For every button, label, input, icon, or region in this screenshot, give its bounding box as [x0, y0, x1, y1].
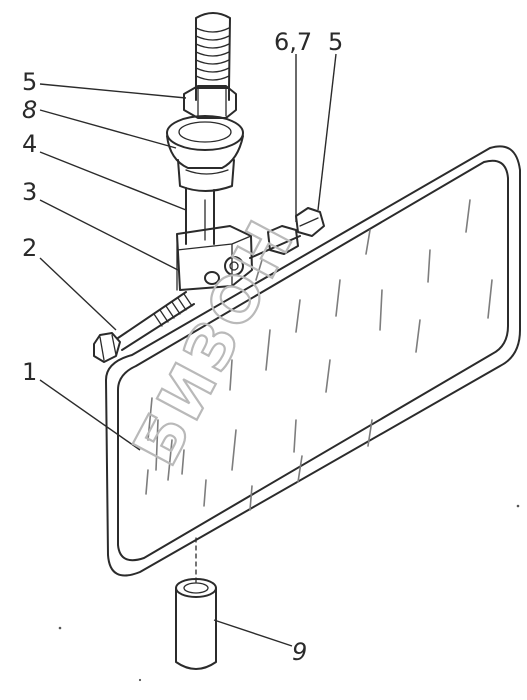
side-nuts — [249, 207, 325, 259]
callout-6-7-side-nuts: 6,7 — [274, 28, 312, 56]
callout-9-sleeve: 9 — [292, 638, 307, 666]
callout-4-support-rod: 4 — [22, 130, 37, 158]
leader-lines — [39, 53, 337, 647]
mounting-sleeve — [175, 537, 217, 670]
callout-5-side-nut: 5 — [328, 28, 343, 56]
bracket — [176, 225, 253, 291]
callout-3-bracket: 3 — [22, 178, 37, 206]
scan-specks — [58, 504, 520, 682]
watermark-logo-text: БИЗОН — [119, 206, 309, 477]
upper-nut — [183, 85, 237, 119]
callout-5-upper-nut: 5 — [22, 68, 37, 96]
mirror-glass-hatching — [145, 199, 493, 511]
support-rod — [185, 187, 215, 245]
cup-washer — [166, 115, 244, 192]
callout-2-clamp-bolt: 2 — [22, 234, 37, 262]
clamp-bolt — [93, 291, 195, 363]
threaded-stud — [195, 12, 231, 101]
mirror-frame — [105, 145, 521, 577]
callout-8-cup-washer: 8 — [22, 96, 37, 124]
callout-1-mirror: 1 — [22, 358, 37, 386]
